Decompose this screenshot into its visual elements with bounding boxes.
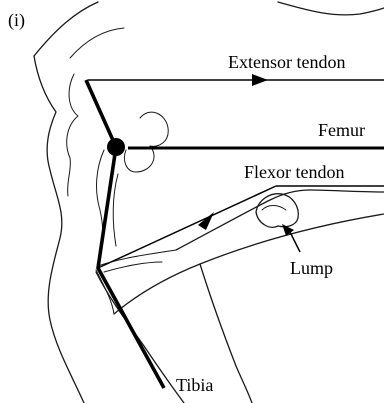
lower-soft-tissue-2: [104, 262, 162, 272]
tibia-label: Tibia: [176, 375, 213, 395]
patella-outline: [124, 112, 168, 172]
calf-lower-contour: [114, 214, 384, 314]
tendon-sheath: [310, 190, 384, 192]
lump-label: Lump: [290, 258, 333, 278]
calf-upper-contour: [176, 190, 310, 250]
knee-joint-pivot: [107, 138, 125, 156]
upper-edge-contour: [278, 2, 384, 15]
extensor-tendon-label: Extensor tendon: [228, 52, 345, 72]
flexor-tendon-diagonal: [98, 186, 276, 268]
femur-label: Femur: [318, 120, 365, 140]
extensor-tendon-arrowhead: [252, 74, 268, 86]
knee-inner-fold-2: [70, 28, 124, 58]
lower-soft-tissue-1: [98, 250, 176, 266]
knee-inner-fold: [67, 74, 78, 196]
capsule-inner: [113, 174, 118, 246]
tibia-shaft: [98, 147, 164, 388]
femur-shaft: [86, 80, 116, 147]
lump-inner-line: [262, 206, 286, 211]
limb-outer-contour: [34, 2, 98, 56]
lump-outline: [256, 194, 298, 228]
limb-back-contour: [34, 56, 84, 403]
flexor-tendon-label: Flexor tendon: [244, 162, 345, 182]
panel-label: (i): [8, 10, 25, 31]
